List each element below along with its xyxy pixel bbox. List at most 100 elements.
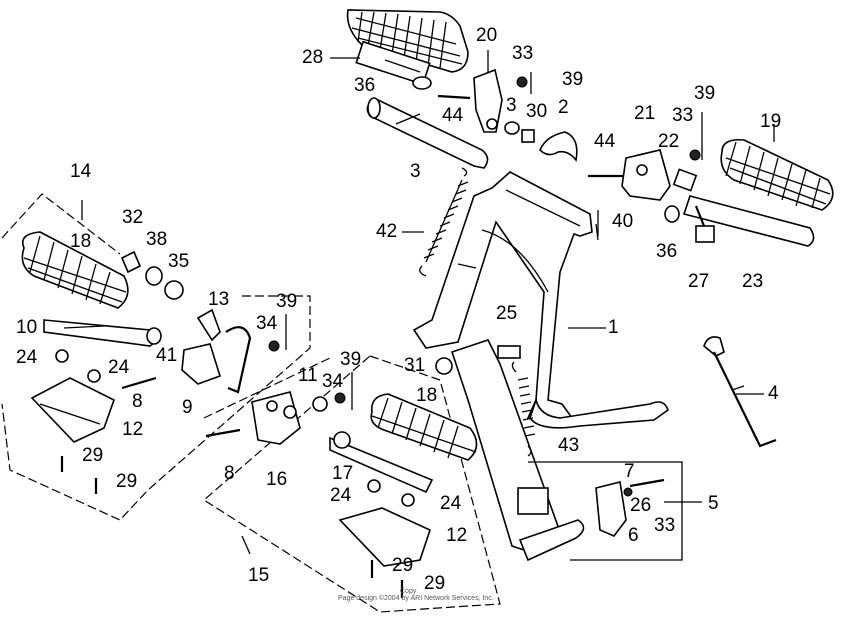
part-label: 12 xyxy=(446,525,468,546)
part-label: 26 xyxy=(630,495,652,516)
part-label: 1 xyxy=(608,317,619,338)
nut-33-lower xyxy=(623,487,633,497)
holder-9 xyxy=(181,343,221,385)
washer-3 xyxy=(504,121,520,135)
part-label: 29 xyxy=(392,555,414,576)
bolt-44-top xyxy=(437,94,471,100)
bolt-26 xyxy=(629,478,665,488)
arm-9 xyxy=(225,326,252,394)
part-label: 27 xyxy=(688,271,710,292)
part-label: 12 xyxy=(122,419,144,440)
bracket-17 xyxy=(329,436,434,494)
bolt-25 xyxy=(497,345,521,359)
spring-11 xyxy=(312,396,328,412)
nut-31 xyxy=(435,357,453,375)
side-stand-switch-6 xyxy=(595,481,627,537)
bracket-21 xyxy=(588,149,671,201)
part-label: 29 xyxy=(424,573,446,594)
part-label: 18 xyxy=(70,231,92,252)
part-label: 4 xyxy=(768,383,779,404)
side-stand xyxy=(435,339,585,562)
part-label: 9 xyxy=(182,397,193,418)
part-label: 23 xyxy=(742,271,764,292)
spring-42 xyxy=(419,167,469,277)
washer-35 xyxy=(164,280,184,300)
plate-12-left xyxy=(30,377,115,443)
part-label: 18 xyxy=(416,385,438,406)
plate-12-center xyxy=(338,507,431,567)
footpeg-rubber-top xyxy=(346,9,469,73)
part-label: 38 xyxy=(146,229,168,250)
bolt-8b xyxy=(205,428,241,438)
group-box-5 xyxy=(528,461,683,561)
clip-2 xyxy=(539,131,578,162)
part-label: 44 xyxy=(594,131,616,152)
nut-33-right xyxy=(689,149,701,161)
part-label: 24 xyxy=(108,357,130,378)
part-label: 24 xyxy=(440,493,462,514)
collar-24d xyxy=(401,493,415,507)
collar-24c xyxy=(367,479,381,493)
collar-24b xyxy=(87,369,101,383)
nut-34-center xyxy=(334,392,346,404)
part-label: 41 xyxy=(156,345,178,366)
part-label: 40 xyxy=(612,211,634,232)
part-label: 31 xyxy=(404,355,426,376)
part-label: 14 xyxy=(70,161,92,182)
footer-line-1: Copy xyxy=(400,588,417,595)
washer-36-right xyxy=(664,205,680,223)
part-label: 36 xyxy=(656,241,678,262)
washer-22 xyxy=(672,168,698,192)
part-label: 33 xyxy=(654,515,676,536)
pipe-3 xyxy=(366,97,489,169)
part-label: 34 xyxy=(322,371,344,392)
part-label: 24 xyxy=(16,347,38,368)
part-label: 3 xyxy=(506,95,517,116)
part-label: 17 xyxy=(332,463,354,484)
part-label: 16 xyxy=(266,469,288,490)
part-label: 28 xyxy=(302,47,324,68)
nut-32 xyxy=(120,250,142,274)
bracket-10 xyxy=(43,319,156,347)
part-label: 8 xyxy=(224,463,235,484)
part-label: 29 xyxy=(82,445,104,466)
part-label: 10 xyxy=(16,317,38,338)
part-label: 5 xyxy=(708,493,719,514)
part-label: 8 xyxy=(132,391,143,412)
pivot-pin-28 xyxy=(330,40,431,86)
group-box-14 xyxy=(1,193,311,521)
part-label: 3 xyxy=(410,161,421,182)
part-label: 25 xyxy=(496,303,518,324)
leader-lines xyxy=(63,113,775,555)
part-label: 15 xyxy=(248,565,270,586)
bracket-20 xyxy=(473,50,503,133)
part-label: 36 xyxy=(354,75,376,96)
spring-43 xyxy=(511,361,536,457)
nut-33-top xyxy=(516,76,528,88)
part-label: 22 xyxy=(658,131,680,152)
stand-arm-4 xyxy=(703,336,777,448)
part-label: 35 xyxy=(168,251,190,272)
side-stand-bracket xyxy=(517,487,549,515)
part-label: 13 xyxy=(208,289,230,310)
footer-line-2: Page design ©2004 by ARI Network Service… xyxy=(338,595,494,603)
part-label: 33 xyxy=(672,105,694,126)
part-label: 43 xyxy=(558,435,580,456)
part-label: 42 xyxy=(376,221,398,242)
collar-24a xyxy=(55,349,69,363)
part-label: 21 xyxy=(634,103,656,124)
part-label: 34 xyxy=(256,313,278,334)
footpeg-rubber-19 xyxy=(720,138,834,211)
part-label: 20 xyxy=(476,25,498,46)
washer-38 xyxy=(145,266,163,286)
part-label: 7 xyxy=(624,461,635,482)
group-box-15 xyxy=(202,355,501,613)
footpeg-rubber-18-center xyxy=(370,393,478,461)
rod-23 xyxy=(682,195,815,247)
part-label: 39 xyxy=(562,69,584,90)
copyright-footer: Copy Page design ©2004 by ARI Network Se… xyxy=(338,588,494,603)
part-label: 33 xyxy=(512,43,534,64)
part-label: 30 xyxy=(526,101,548,122)
